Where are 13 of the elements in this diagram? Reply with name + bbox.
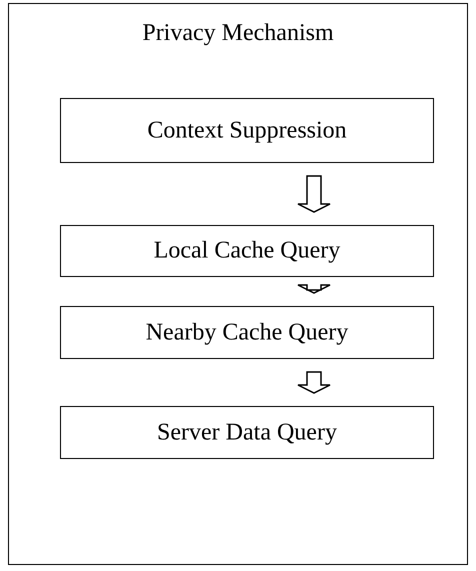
block-arrow bbox=[297, 371, 331, 394]
process-box bbox=[60, 306, 434, 359]
box-label: Context Suppression bbox=[146, 117, 348, 144]
block-arrow bbox=[297, 284, 331, 294]
container-box bbox=[8, 3, 468, 565]
process-box bbox=[60, 225, 434, 277]
box-label: Server Data Query bbox=[156, 419, 338, 446]
block-arrow bbox=[297, 175, 331, 213]
container-heading: Privacy Mechanism bbox=[141, 20, 335, 47]
box-label: Local Cache Query bbox=[152, 238, 342, 264]
process-box bbox=[60, 98, 434, 163]
process-box bbox=[60, 406, 434, 459]
box-label: Nearby Cache Query bbox=[144, 319, 350, 346]
